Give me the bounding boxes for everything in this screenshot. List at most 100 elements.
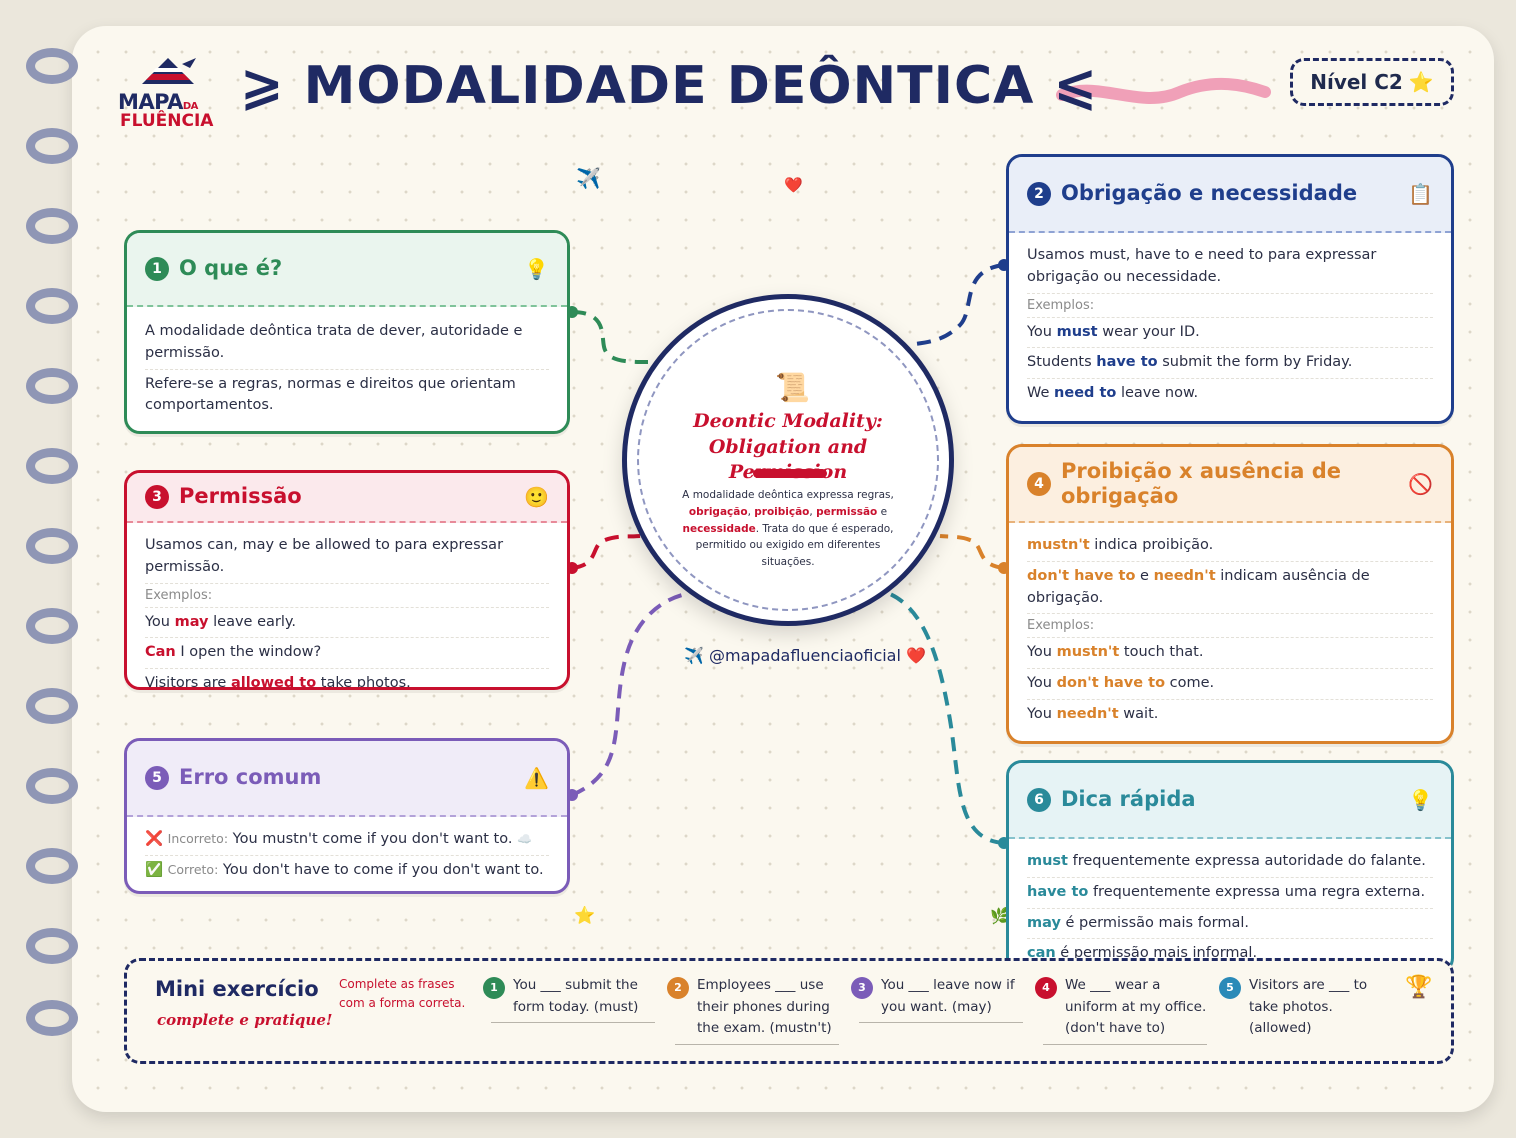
leaf-icon: 🌿 [990, 906, 1010, 925]
exercise-instruction: Complete as frases com a forma correta. [339, 977, 466, 1011]
correct-line: ✅ Correto: You don't have to come if you… [145, 861, 544, 878]
card-title: Dica rápida [1061, 787, 1196, 812]
exercise-subtitle: complete e pratique! [157, 1011, 333, 1029]
examples-label: Exemplos: [1027, 614, 1433, 639]
card-number: 5 [145, 766, 169, 790]
card-line: A modalidade deôntica trata de dever, au… [145, 317, 549, 370]
examples-label: Exemplos: [145, 584, 549, 608]
item-number: 4 [1035, 977, 1057, 999]
clipboard-icon: 📋 [1408, 182, 1433, 206]
example-line: Can I open the window? [145, 638, 549, 669]
card-title: Permissão [179, 484, 302, 509]
logo-line1: MAPADA [118, 90, 198, 114]
cross-icon: ❌ [145, 831, 164, 847]
card-header: 3 Permissão 🙂 [127, 473, 567, 523]
example-line: Students have to submit the form by Frid… [1027, 348, 1433, 379]
central-topic: 📜 Deontic Modality: Obligation and Permi… [622, 294, 954, 626]
lightbulb-icon: 💡 [1408, 788, 1433, 812]
card-obligation: 2 Obrigação e necessidade 📋 Usamos must,… [1006, 154, 1454, 424]
star-icon: ⭐ [1408, 70, 1434, 94]
item-text: We ___ wear a uniform at my office. (don… [1065, 977, 1207, 1037]
rule-line: don't have to e needn't indicam ausência… [1027, 562, 1433, 615]
inner-dashed-ring [637, 309, 939, 611]
title-underline [753, 469, 827, 478]
ring-icon [26, 688, 78, 724]
item-number: 1 [483, 977, 505, 999]
card-header: 4 Proibição x ausência de obrigação 🚫 [1009, 447, 1451, 523]
card-number: 3 [145, 485, 169, 509]
rule-line: mustn't indica proibição. [1027, 531, 1433, 562]
example-line: You may leave early. [145, 608, 549, 639]
tip-line: have to frequentemente expressa uma regr… [1027, 878, 1433, 909]
card-prohibition: 4 Proibição x ausência de obrigação 🚫 mu… [1006, 444, 1454, 744]
example-line: You needn't wait. [1027, 705, 1159, 722]
ring-icon [26, 448, 78, 484]
card-line: Refere-se a regras, normas e direitos qu… [145, 375, 516, 414]
cloud-icon: ☁️ [517, 832, 533, 846]
item-number: 5 [1219, 977, 1241, 999]
tip-line: can é permissão mais informal. [1027, 945, 1258, 962]
card-number: 2 [1027, 182, 1051, 206]
card-header: 2 Obrigação e necessidade 📋 [1009, 157, 1451, 233]
trophy-icon: 🏆 [1405, 975, 1433, 1000]
check-icon: ✅ [145, 861, 164, 878]
card-number: 6 [1027, 788, 1051, 812]
answer-line [675, 1043, 839, 1045]
star-icon: ⭐ [574, 906, 596, 926]
card-number: 4 [1027, 472, 1051, 496]
ring-icon [26, 768, 78, 804]
example-line: You don't have to come. [1027, 669, 1433, 700]
answer-line [859, 1022, 1023, 1024]
ring-icon [26, 288, 78, 324]
incorrect-line: ❌ Incorreto: You mustn't come if you don… [145, 825, 549, 856]
card-title: Proibição x ausência de obrigação [1061, 458, 1342, 508]
item-number: 2 [667, 977, 689, 999]
example-line: We need to leave now. [1027, 385, 1199, 401]
heart-icon: ❤️ [784, 176, 803, 194]
item-text: You ___ submit the form today. (must) [513, 977, 639, 1015]
logo-line2: FLUÊNCIA [120, 111, 214, 131]
tip-line: must frequentemente expressa autoridade … [1027, 847, 1433, 878]
answer-line [491, 1022, 655, 1024]
ring-icon [26, 928, 78, 964]
flag-icon [142, 58, 196, 84]
card-permission: 3 Permissão 🙂 Usamos can, may e be allow… [124, 470, 570, 690]
ring-icon [26, 608, 78, 644]
example-line: You must wear your ID. [1027, 318, 1433, 349]
card-quick-tip: 6 Dica rápida 💡 must frequentemente expr… [1006, 760, 1454, 974]
scroll-icon: 📜 [775, 371, 810, 404]
ring-icon [26, 128, 78, 164]
level-label: Nível C2 [1310, 70, 1403, 94]
card-common-error: 5 Erro comum ⚠️ ❌ Incorreto: You mustn't… [124, 738, 570, 894]
ring-icon [26, 528, 78, 564]
airplane-icon: ✈️ [576, 166, 601, 190]
card-what-is: 1 O que é? 💡 A modalidade deôntica trata… [124, 230, 570, 434]
smiley-icon: 🙂 [524, 485, 549, 509]
exercise-item[interactable]: 3 You ___ leave now if you want. (may) [851, 975, 1023, 1024]
brand-logo: MAPADA FLUÊNCIA [118, 54, 222, 132]
ring-icon [26, 848, 78, 884]
ring-icon [26, 208, 78, 244]
warning-icon: ⚠️ [524, 766, 549, 790]
card-title: O que é? [179, 256, 283, 281]
tip-line: may é permissão mais formal. [1027, 909, 1433, 940]
social-handle: ✈️ @mapadafluenciaoficial ❤️ [684, 646, 926, 665]
exercise-item[interactable]: 2 Employees ___ use their phones during … [667, 975, 839, 1045]
exercise-item[interactable]: 4 We ___ wear a uniform at my office. (d… [1035, 975, 1207, 1045]
card-header: 5 Erro comum ⚠️ [127, 741, 567, 817]
item-number: 3 [851, 977, 873, 999]
card-number: 1 [145, 257, 169, 281]
item-text: Visitors are ___ to take photos. (allowe… [1249, 977, 1368, 1037]
examples-label: Exemplos: [1027, 294, 1433, 318]
central-description: A modalidade deôntica expressa regras, o… [682, 489, 894, 569]
item-text: Employees ___ use their phones during th… [697, 977, 832, 1037]
exercise-title: Mini exercício [155, 977, 319, 1001]
answer-line [1043, 1043, 1207, 1045]
exercise-item[interactable]: 5 Visitors are ___ to take photos. (allo… [1219, 975, 1391, 1040]
card-title: Obrigação e necessidade [1061, 181, 1358, 206]
example-line: Visitors are allowed to take photos. [145, 675, 411, 690]
exercise-item[interactable]: 1 You ___ submit the form today. (must) [483, 975, 655, 1024]
card-line: Usamos can, may e be allowed to para exp… [145, 531, 549, 584]
lightbulb-icon: 💡 [524, 257, 549, 281]
card-header: 1 O que é? 💡 [127, 233, 567, 307]
